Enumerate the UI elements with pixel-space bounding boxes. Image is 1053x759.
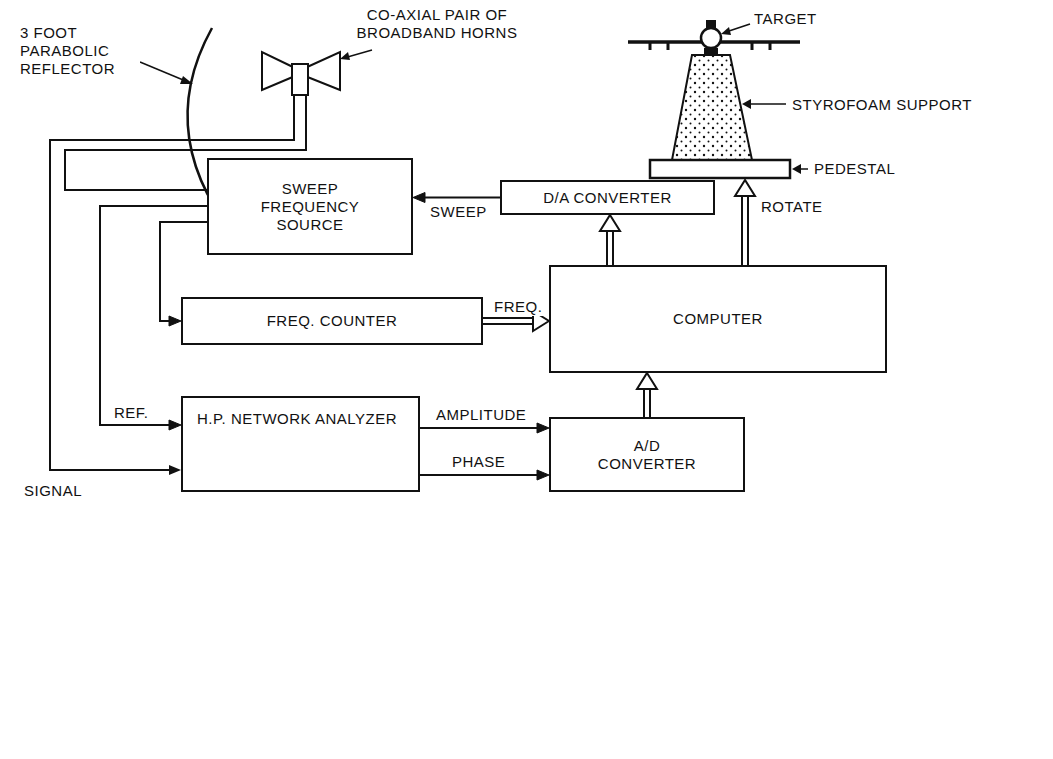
connector <box>420 423 549 433</box>
arrow-head <box>742 99 751 109</box>
bus-inner <box>608 231 612 265</box>
pedestal <box>650 160 790 178</box>
process-box: D/A CONVERTER <box>500 180 715 215</box>
process-box: H.P. NETWORK ANALYZER <box>181 396 420 492</box>
arrow-head <box>721 27 731 35</box>
connector-line <box>420 474 537 476</box>
arrow-head <box>792 164 801 174</box>
callout-label: PEDESTAL <box>812 160 897 178</box>
callout-label: STYROFOAM SUPPORT <box>790 96 974 114</box>
connector-line <box>425 197 500 199</box>
arrow-head <box>600 215 620 231</box>
box-body: SWEEP FREQUENCY SOURCE <box>209 160 411 253</box>
process-box: A/D CONVERTER <box>549 417 745 492</box>
edge-label: FREQ. <box>492 298 544 316</box>
box-label: D/A CONVERTER <box>543 189 672 207</box>
connector <box>420 470 549 480</box>
arrow-head <box>169 316 181 326</box>
box-label: SWEEP FREQUENCY SOURCE <box>255 180 365 234</box>
target-fuselage <box>701 28 721 48</box>
connector-line <box>420 427 537 429</box>
callout-label: 3 FOOT PARABOLIC REFLECTOR <box>18 24 140 78</box>
target-fin <box>706 20 716 28</box>
rotate-bus <box>743 196 747 266</box>
box-body: H.P. NETWORK ANALYZER <box>183 398 418 490</box>
callout-label: CO-AXIAL PAIR OF BROADBAND HORNS <box>350 6 524 42</box>
callout-label: SIGNAL <box>22 482 84 500</box>
connector <box>600 215 620 265</box>
edge-label: REF. <box>112 404 151 422</box>
arrow-head <box>413 193 425 203</box>
arrow-head <box>637 373 657 389</box>
process-box: COMPUTER <box>549 265 887 373</box>
edge-label: AMPLITUDE <box>434 406 528 424</box>
leader-line <box>140 62 188 82</box>
bus-inner <box>645 389 649 417</box>
bus-outline <box>606 231 614 265</box>
box-label: FREQ. COUNTER <box>267 312 398 330</box>
box-label: COMPUTER <box>673 310 763 328</box>
callout-label: TARGET <box>752 10 819 28</box>
horn <box>262 52 295 90</box>
rotate-bus <box>741 196 749 265</box>
arrow-head <box>537 470 549 480</box>
arrow-head <box>169 465 181 475</box>
leader-line <box>748 103 786 105</box>
box-label: A/D CONVERTER <box>592 437 702 473</box>
callout-label: ROTATE <box>759 198 825 216</box>
process-box: SWEEP FREQUENCY SOURCE <box>207 158 413 255</box>
target-mount <box>704 48 718 55</box>
edge-label: PHASE <box>450 453 507 471</box>
box-body: COMPUTER <box>551 267 885 371</box>
process-box: FREQ. COUNTER <box>181 297 483 345</box>
arrow-head <box>180 76 193 84</box>
box-body: D/A CONVERTER <box>502 182 713 213</box>
connector <box>413 193 500 203</box>
arrow-head <box>735 180 755 196</box>
bus-inner <box>483 319 533 323</box>
box-body: A/D CONVERTER <box>551 419 743 490</box>
arrow-head <box>537 423 549 433</box>
horn <box>305 52 340 90</box>
arrow-head <box>169 420 181 430</box>
box-label: H.P. NETWORK ANALYZER <box>197 410 397 428</box>
horn-feed <box>292 64 308 95</box>
styrofoam-support <box>672 55 752 160</box>
bus-outline <box>483 317 533 325</box>
connector <box>637 373 657 417</box>
edge-label: SWEEP <box>428 203 489 221</box>
arrow-head <box>340 52 350 60</box>
bus-outline <box>643 389 651 417</box>
box-body: FREQ. COUNTER <box>183 299 481 343</box>
